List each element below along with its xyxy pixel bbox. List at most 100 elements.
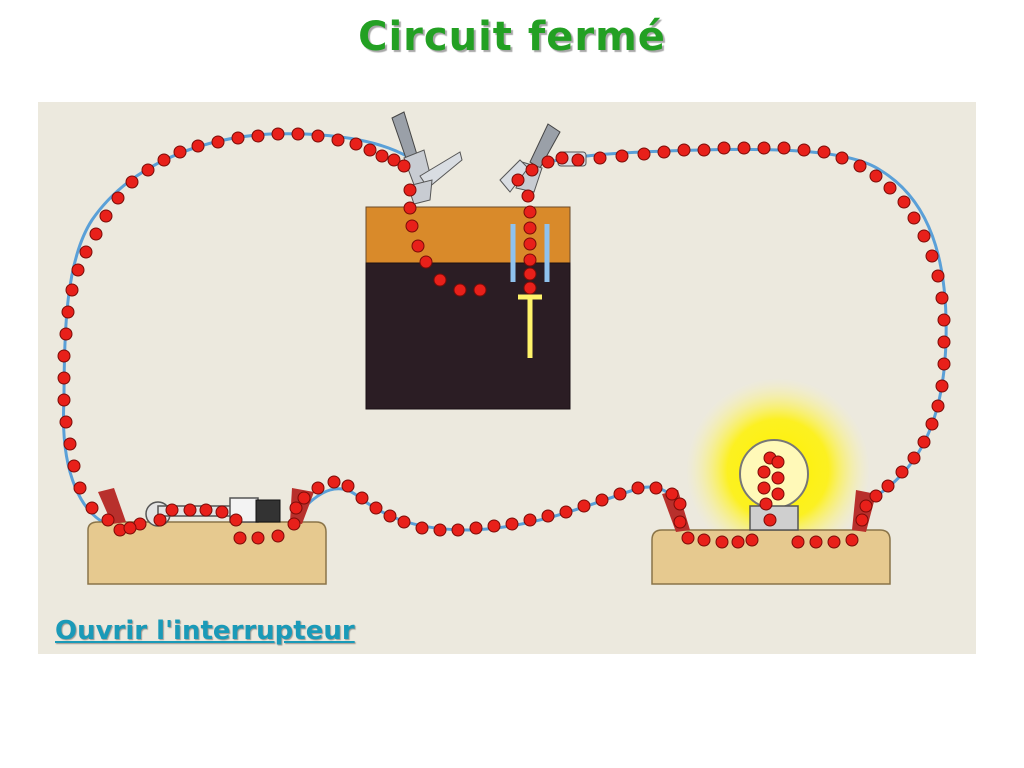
electron-dot-icon <box>613 487 627 501</box>
switch-knob <box>255 499 281 523</box>
electron-dot-icon <box>433 273 447 287</box>
electron-dot-icon <box>673 497 687 511</box>
electron-dot-icon <box>937 313 951 327</box>
electron-dot-icon <box>123 521 137 535</box>
electron-dot-icon <box>869 489 883 503</box>
electron-dot-icon <box>937 335 951 349</box>
electron-dot-icon <box>809 535 823 549</box>
electron-dot-icon <box>523 253 537 267</box>
electron-dot-icon <box>657 145 671 159</box>
electron-dot-icon <box>637 147 651 161</box>
electron-dot-icon <box>677 143 691 157</box>
electron-dot-icon <box>907 211 921 225</box>
electron-dot-icon <box>853 159 867 173</box>
electron-dot-icon <box>71 263 85 277</box>
open-switch-link[interactable]: Ouvrir l'interrupteur <box>55 616 355 646</box>
electron-dot-icon <box>555 151 569 165</box>
electron-dot-icon <box>67 459 81 473</box>
electron-dot-icon <box>99 209 113 223</box>
electron-dot-icon <box>897 195 911 209</box>
electron-dot-icon <box>881 479 895 493</box>
electron-dot-icon <box>85 501 99 515</box>
electron-dot-icon <box>731 535 745 549</box>
electron-dot-icon <box>883 181 897 195</box>
electron-dot-icon <box>523 513 537 527</box>
electron-dot-icon <box>777 141 791 155</box>
electron-dot-icon <box>387 153 401 167</box>
electron-dot-icon <box>65 283 79 297</box>
electron-dot-icon <box>935 379 949 393</box>
electron-dot-icon <box>937 357 951 371</box>
electron-dot-icon <box>523 205 537 219</box>
electron-dot-icon <box>759 497 773 511</box>
electron-dot-icon <box>715 535 729 549</box>
electron-dot-icon <box>233 531 247 545</box>
electron-dot-icon <box>271 127 285 141</box>
electron-dot-icon <box>59 415 73 429</box>
electron-dot-icon <box>291 127 305 141</box>
electron-dot-icon <box>757 141 771 155</box>
electron-dot-icon <box>211 135 225 149</box>
electron-dot-icon <box>505 517 519 531</box>
electron-dot-icon <box>251 129 265 143</box>
electron-dot-icon <box>595 493 609 507</box>
electron-dot-icon <box>931 269 945 283</box>
electron-dot-icon <box>473 283 487 297</box>
electron-dot-icon <box>231 131 245 145</box>
electron-dot-icon <box>451 523 465 537</box>
electron-dot-icon <box>141 163 155 177</box>
electron-dot-icon <box>375 149 389 163</box>
electron-dot-icon <box>111 191 125 205</box>
electron-dot-icon <box>925 417 939 431</box>
electron-dot-icon <box>289 501 303 515</box>
electron-dot-icon <box>571 153 585 167</box>
electron-dot-icon <box>771 487 785 501</box>
electron-dot-icon <box>355 491 369 505</box>
electron-dot-icon <box>101 513 115 527</box>
switch-terminal-left <box>98 488 126 524</box>
electron-dot-icon <box>57 349 71 363</box>
electron-dot-icon <box>73 481 87 495</box>
electron-dot-icon <box>523 267 537 281</box>
electron-dot-icon <box>403 201 417 215</box>
electron-dot-icon <box>745 533 759 547</box>
battery-clip-left <box>391 111 463 205</box>
electron-dot-icon <box>859 499 873 513</box>
electron-dot-icon <box>57 393 71 407</box>
electron-dot-icon <box>737 141 751 155</box>
electron-dot-icon <box>763 513 777 527</box>
electron-dot-icon <box>827 535 841 549</box>
electron-dot-icon <box>523 221 537 235</box>
electron-dot-icon <box>817 145 831 159</box>
electron-dot-icon <box>757 465 771 479</box>
electron-dot-icon <box>165 503 179 517</box>
electron-dot-icon <box>153 513 167 527</box>
battery-icon <box>365 206 571 410</box>
electron-dot-icon <box>63 437 77 451</box>
electron-dot-icon <box>631 481 645 495</box>
electron-dot-icon <box>697 533 711 547</box>
electron-dot-icon <box>525 163 539 177</box>
electron-dot-icon <box>89 227 103 241</box>
slide-title: Circuit fermé <box>358 14 666 60</box>
electron-dot-icon <box>419 255 433 269</box>
electron-dot-icon <box>717 141 731 155</box>
electron-dot-icon <box>199 503 213 517</box>
electron-dot-icon <box>191 139 205 153</box>
electron-dot-icon <box>907 451 921 465</box>
electron-dot-icon <box>855 513 869 527</box>
electron-dot-icon <box>453 283 467 297</box>
electron-dot-icon <box>415 521 429 535</box>
electron-dot-icon <box>925 249 939 263</box>
electron-dot-icon <box>287 517 301 531</box>
electron-dot-icon <box>771 471 785 485</box>
electrons <box>57 127 951 549</box>
electron-dot-icon <box>541 509 555 523</box>
electron-dot-icon <box>411 239 425 253</box>
electron-dot-icon <box>125 175 139 189</box>
electron-dot-icon <box>405 219 419 233</box>
electron-dot-icon <box>577 499 591 513</box>
electron-dot-icon <box>363 143 377 157</box>
